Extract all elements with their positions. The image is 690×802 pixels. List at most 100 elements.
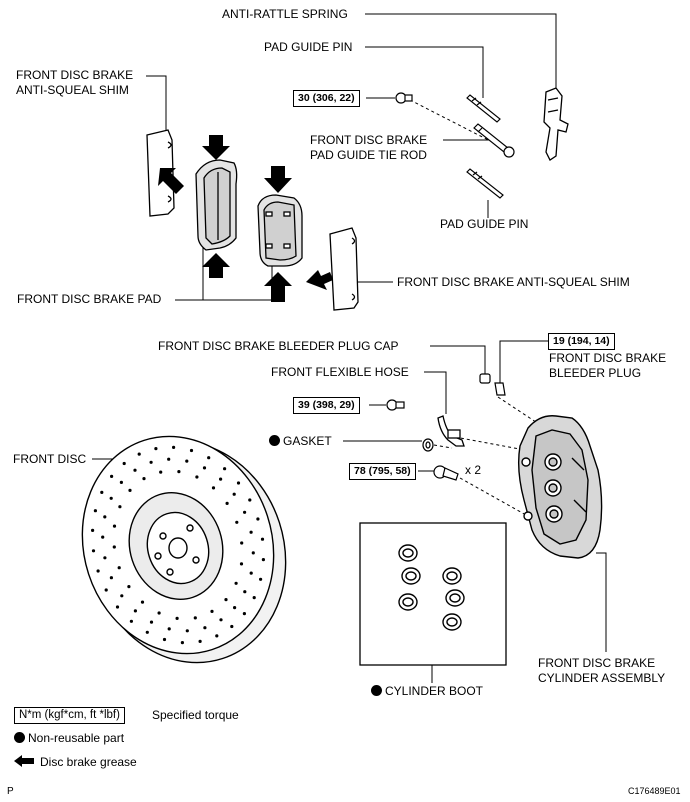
label-gasket-text: GASKET	[283, 434, 332, 448]
disc-hole	[91, 549, 96, 553]
disc-hole	[127, 585, 131, 589]
disc-hole	[248, 498, 252, 502]
disc-hole	[219, 618, 223, 622]
disc-hole	[149, 620, 154, 624]
label-anti-squeal-shim-left: FRONT DISC BRAKE ANTI-SQUEAL SHIM	[16, 68, 151, 98]
disc-hole	[242, 612, 246, 616]
non-reusable-dot-icon	[14, 732, 25, 743]
disc-hole	[225, 501, 229, 505]
disc-hole	[203, 626, 207, 630]
legend-grease-arrow-icon	[14, 755, 34, 767]
disc-hole	[243, 510, 247, 514]
disc-hole	[109, 576, 113, 580]
label-cylinder-boot-text: CYLINDER BOOT	[385, 684, 484, 698]
legend-non-reusable: Non-reusable part	[14, 731, 124, 746]
disc-hole	[162, 637, 167, 642]
pad-guide-pin-bottom	[466, 168, 504, 199]
brake-pad-1	[195, 159, 238, 251]
disc-hole	[202, 466, 207, 470]
disc-hole	[157, 611, 161, 615]
disc-hole	[211, 486, 216, 490]
disc-hole	[252, 596, 256, 600]
disc-hole	[189, 448, 194, 453]
label-bleeder-plug-cap: FRONT DISC BRAKE BLEEDER PLUG CAP	[158, 339, 399, 353]
front-disc	[81, 435, 287, 664]
disc-hole	[224, 598, 228, 602]
disc-hole	[133, 468, 137, 472]
torque-tie-rod: 30 (306, 22)	[293, 90, 360, 107]
disc-hole	[243, 590, 247, 594]
disc-hole	[261, 558, 265, 562]
legend-torque-text: Specified torque	[152, 708, 239, 722]
disc-hole	[109, 496, 113, 500]
legend-torque-box: N*m (kgf*cm, ft *lbf)	[14, 707, 125, 724]
torque-bleeder-plug: 19 (194, 14)	[548, 333, 615, 350]
disc-hole	[117, 566, 121, 570]
non-reusable-dot-icon	[269, 435, 280, 446]
bleeder-plug	[494, 382, 506, 396]
label-cylinder-assembly: FRONT DISC BRAKE CYLINDER ASSEMBLY	[538, 656, 666, 685]
disc-hole	[210, 609, 214, 614]
disc-hole	[159, 470, 163, 474]
cylinder-bolt	[433, 465, 459, 481]
disc-hole	[167, 627, 171, 631]
non-reusable-dot-icon	[371, 685, 382, 696]
disc-hole	[145, 630, 149, 634]
label-brake-pad: FRONT DISC BRAKE PAD	[17, 292, 162, 306]
bleeder-plug-cap	[479, 373, 491, 384]
disc-hole	[100, 490, 104, 494]
grease-arrows	[158, 135, 333, 302]
disc-hole	[103, 515, 107, 519]
disc-hole	[249, 571, 253, 575]
disc-hole	[91, 528, 95, 533]
disc-hole	[198, 639, 202, 644]
hose-bolt	[386, 399, 405, 411]
disc-hole	[112, 545, 116, 549]
disc-hole	[215, 634, 219, 638]
label-anti-squeal-shim-right: FRONT DISC BRAKE ANTI-SQUEAL SHIM	[397, 275, 630, 289]
disc-drill-holes	[91, 445, 265, 645]
label-cylinder-boot: CYLINDER BOOT	[371, 684, 483, 699]
pad-guide-tie-rod	[473, 123, 515, 158]
disc-hole	[207, 456, 211, 460]
disc-hole	[119, 480, 123, 484]
label-pad-guide-pin-bottom: PAD GUIDE PIN	[440, 217, 529, 231]
disc-hole	[142, 477, 146, 481]
disc-hole	[172, 445, 176, 449]
caliper	[517, 415, 603, 559]
label-gasket: GASKET	[269, 434, 332, 449]
disc-hole	[235, 520, 239, 524]
gasket	[422, 438, 434, 452]
disc-hole	[137, 452, 141, 456]
label-pad-guide-tie-rod: FRONT DISC BRAKE PAD GUIDE TIE ROD	[310, 133, 428, 162]
legend-grease: Disc brake grease	[40, 755, 137, 769]
cylinder-boot-box	[359, 522, 507, 666]
label-quantity: x 2	[465, 463, 482, 477]
disc-hole	[180, 641, 184, 645]
disc-hole	[240, 541, 244, 545]
disc-hole	[193, 616, 197, 620]
disc-hole	[175, 616, 179, 621]
disc-hole	[101, 535, 105, 539]
disc-hole	[259, 577, 263, 581]
disc-hole	[195, 475, 199, 479]
pad-guide-pin-top	[466, 94, 501, 123]
disc-hole	[112, 524, 117, 528]
disc-hole	[260, 537, 265, 541]
disc-hole	[167, 457, 171, 461]
label-front-disc: FRONT DISC	[13, 452, 87, 466]
disc-hole	[129, 619, 133, 623]
disc-hole	[128, 488, 132, 492]
leader-lines	[92, 13, 607, 683]
disc-hole	[232, 492, 236, 496]
label-anti-rattle-spring: ANTI-RATTLE SPRING	[222, 7, 348, 21]
disc-hole	[219, 477, 223, 481]
brake-pad-2	[257, 194, 303, 267]
disc-hole	[185, 629, 189, 633]
footer-figure-code: C176489E01	[628, 786, 681, 796]
disc-hole	[185, 459, 189, 463]
disc-hole	[122, 461, 126, 466]
disc-hole	[177, 470, 181, 474]
disc-hole	[223, 467, 227, 471]
